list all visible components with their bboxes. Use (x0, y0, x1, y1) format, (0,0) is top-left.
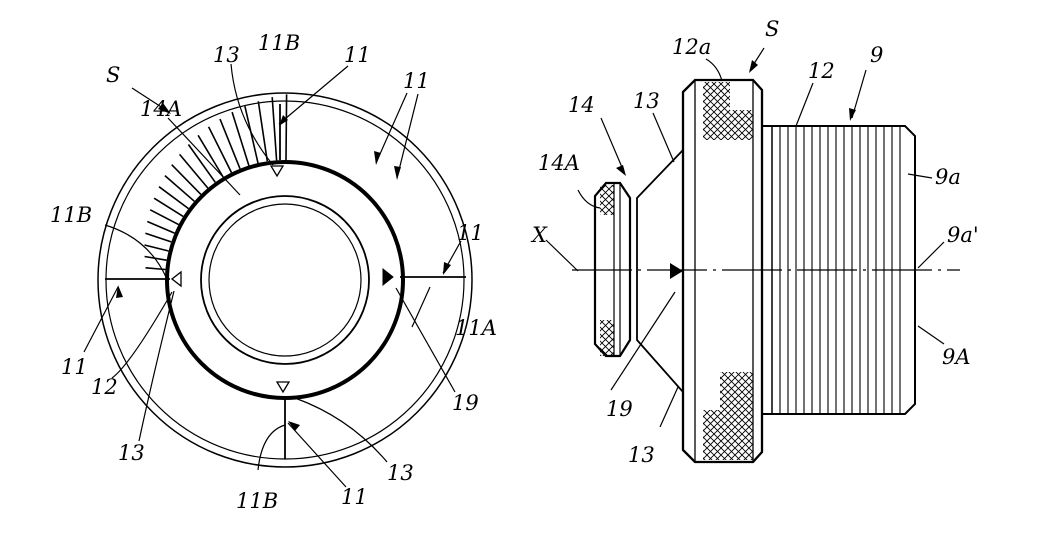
marker-top (269, 165, 285, 178)
scale-tick (257, 101, 269, 162)
axis-marker (670, 263, 683, 279)
scale-tick (219, 118, 241, 169)
scale-tick (146, 220, 175, 234)
knurl-mask-middle (700, 140, 756, 372)
label-s-left: S (106, 63, 120, 87)
scale-tick (144, 244, 169, 252)
label-13-bottom: 13 (387, 461, 414, 485)
marker-right (382, 267, 394, 287)
scale-tick (197, 134, 224, 178)
scale-tick (153, 197, 184, 218)
scale-tick (187, 144, 216, 183)
bore-outer (200, 195, 370, 365)
label-13-top: 13 (213, 43, 240, 67)
bore-inner (208, 203, 362, 357)
label-12-right: 12 (808, 59, 835, 83)
label-s-right: S (765, 17, 779, 41)
left-view: S 11B 13 11 11 14A 11B 11 11 11A 12 13 1… (50, 31, 497, 513)
left-arrowheads (116, 103, 451, 431)
label-11-left: 11 (61, 355, 88, 379)
scale-tick (158, 186, 189, 210)
label-14a-right: 14A (538, 151, 580, 175)
scale-tick (178, 153, 209, 189)
label-11b-bottom: 11B (236, 489, 278, 513)
right-arrowheads (616, 60, 856, 176)
label-19-left: 19 (452, 391, 479, 415)
right-leaders (545, 47, 945, 428)
label-19-right: 19 (606, 397, 633, 421)
scale-tick (271, 97, 278, 161)
label-12a: 12a (672, 35, 711, 59)
left-leaders (83, 63, 462, 488)
label-9a-upper: 9A (942, 345, 971, 369)
label-9a: 9a (935, 165, 961, 189)
scale-tick (244, 106, 259, 164)
knurl-mask-top (730, 80, 758, 110)
scale-ticks (144, 94, 288, 271)
knob-knurl-bottom (600, 320, 614, 356)
label-13-left: 13 (118, 441, 145, 465)
label-14a-left: 14A (140, 97, 182, 121)
outer-rim-outer (97, 92, 473, 468)
knurl-mask-bottom (700, 340, 720, 410)
marker-left (170, 270, 182, 288)
knob-knurl-top (600, 185, 614, 215)
label-9a-prime: 9a' (947, 223, 979, 247)
scale-tick (164, 174, 195, 202)
label-11-top: 11 (344, 43, 371, 67)
label-11-right: 11 (457, 221, 484, 245)
dial-ring (165, 160, 405, 400)
label-12-left: 12 (91, 375, 118, 399)
scale-tick (207, 126, 233, 173)
neck-cone (636, 149, 684, 393)
label-9: 9 (870, 43, 883, 67)
scale-tick (231, 111, 250, 166)
label-13-top-right: 13 (633, 89, 660, 113)
scale-tick (171, 164, 202, 195)
label-11-upper-right: 11 (403, 69, 430, 93)
label-14: 14 (568, 93, 595, 117)
label-13-bottom-right: 13 (628, 443, 655, 467)
label-11b-left: 11B (50, 203, 92, 227)
label-x: X (530, 223, 548, 247)
label-11-bottom: 11 (341, 485, 368, 509)
right-view: S 12a 12 9 14 13 14A 9a X 9a' 9A 19 13 (530, 17, 979, 467)
label-11a: 11A (455, 316, 497, 340)
marker-bottom (275, 381, 291, 394)
scale-tick (285, 94, 288, 161)
scale-tick (145, 232, 172, 243)
scale-tick (149, 209, 179, 226)
label-11b-top: 11B (258, 31, 300, 55)
